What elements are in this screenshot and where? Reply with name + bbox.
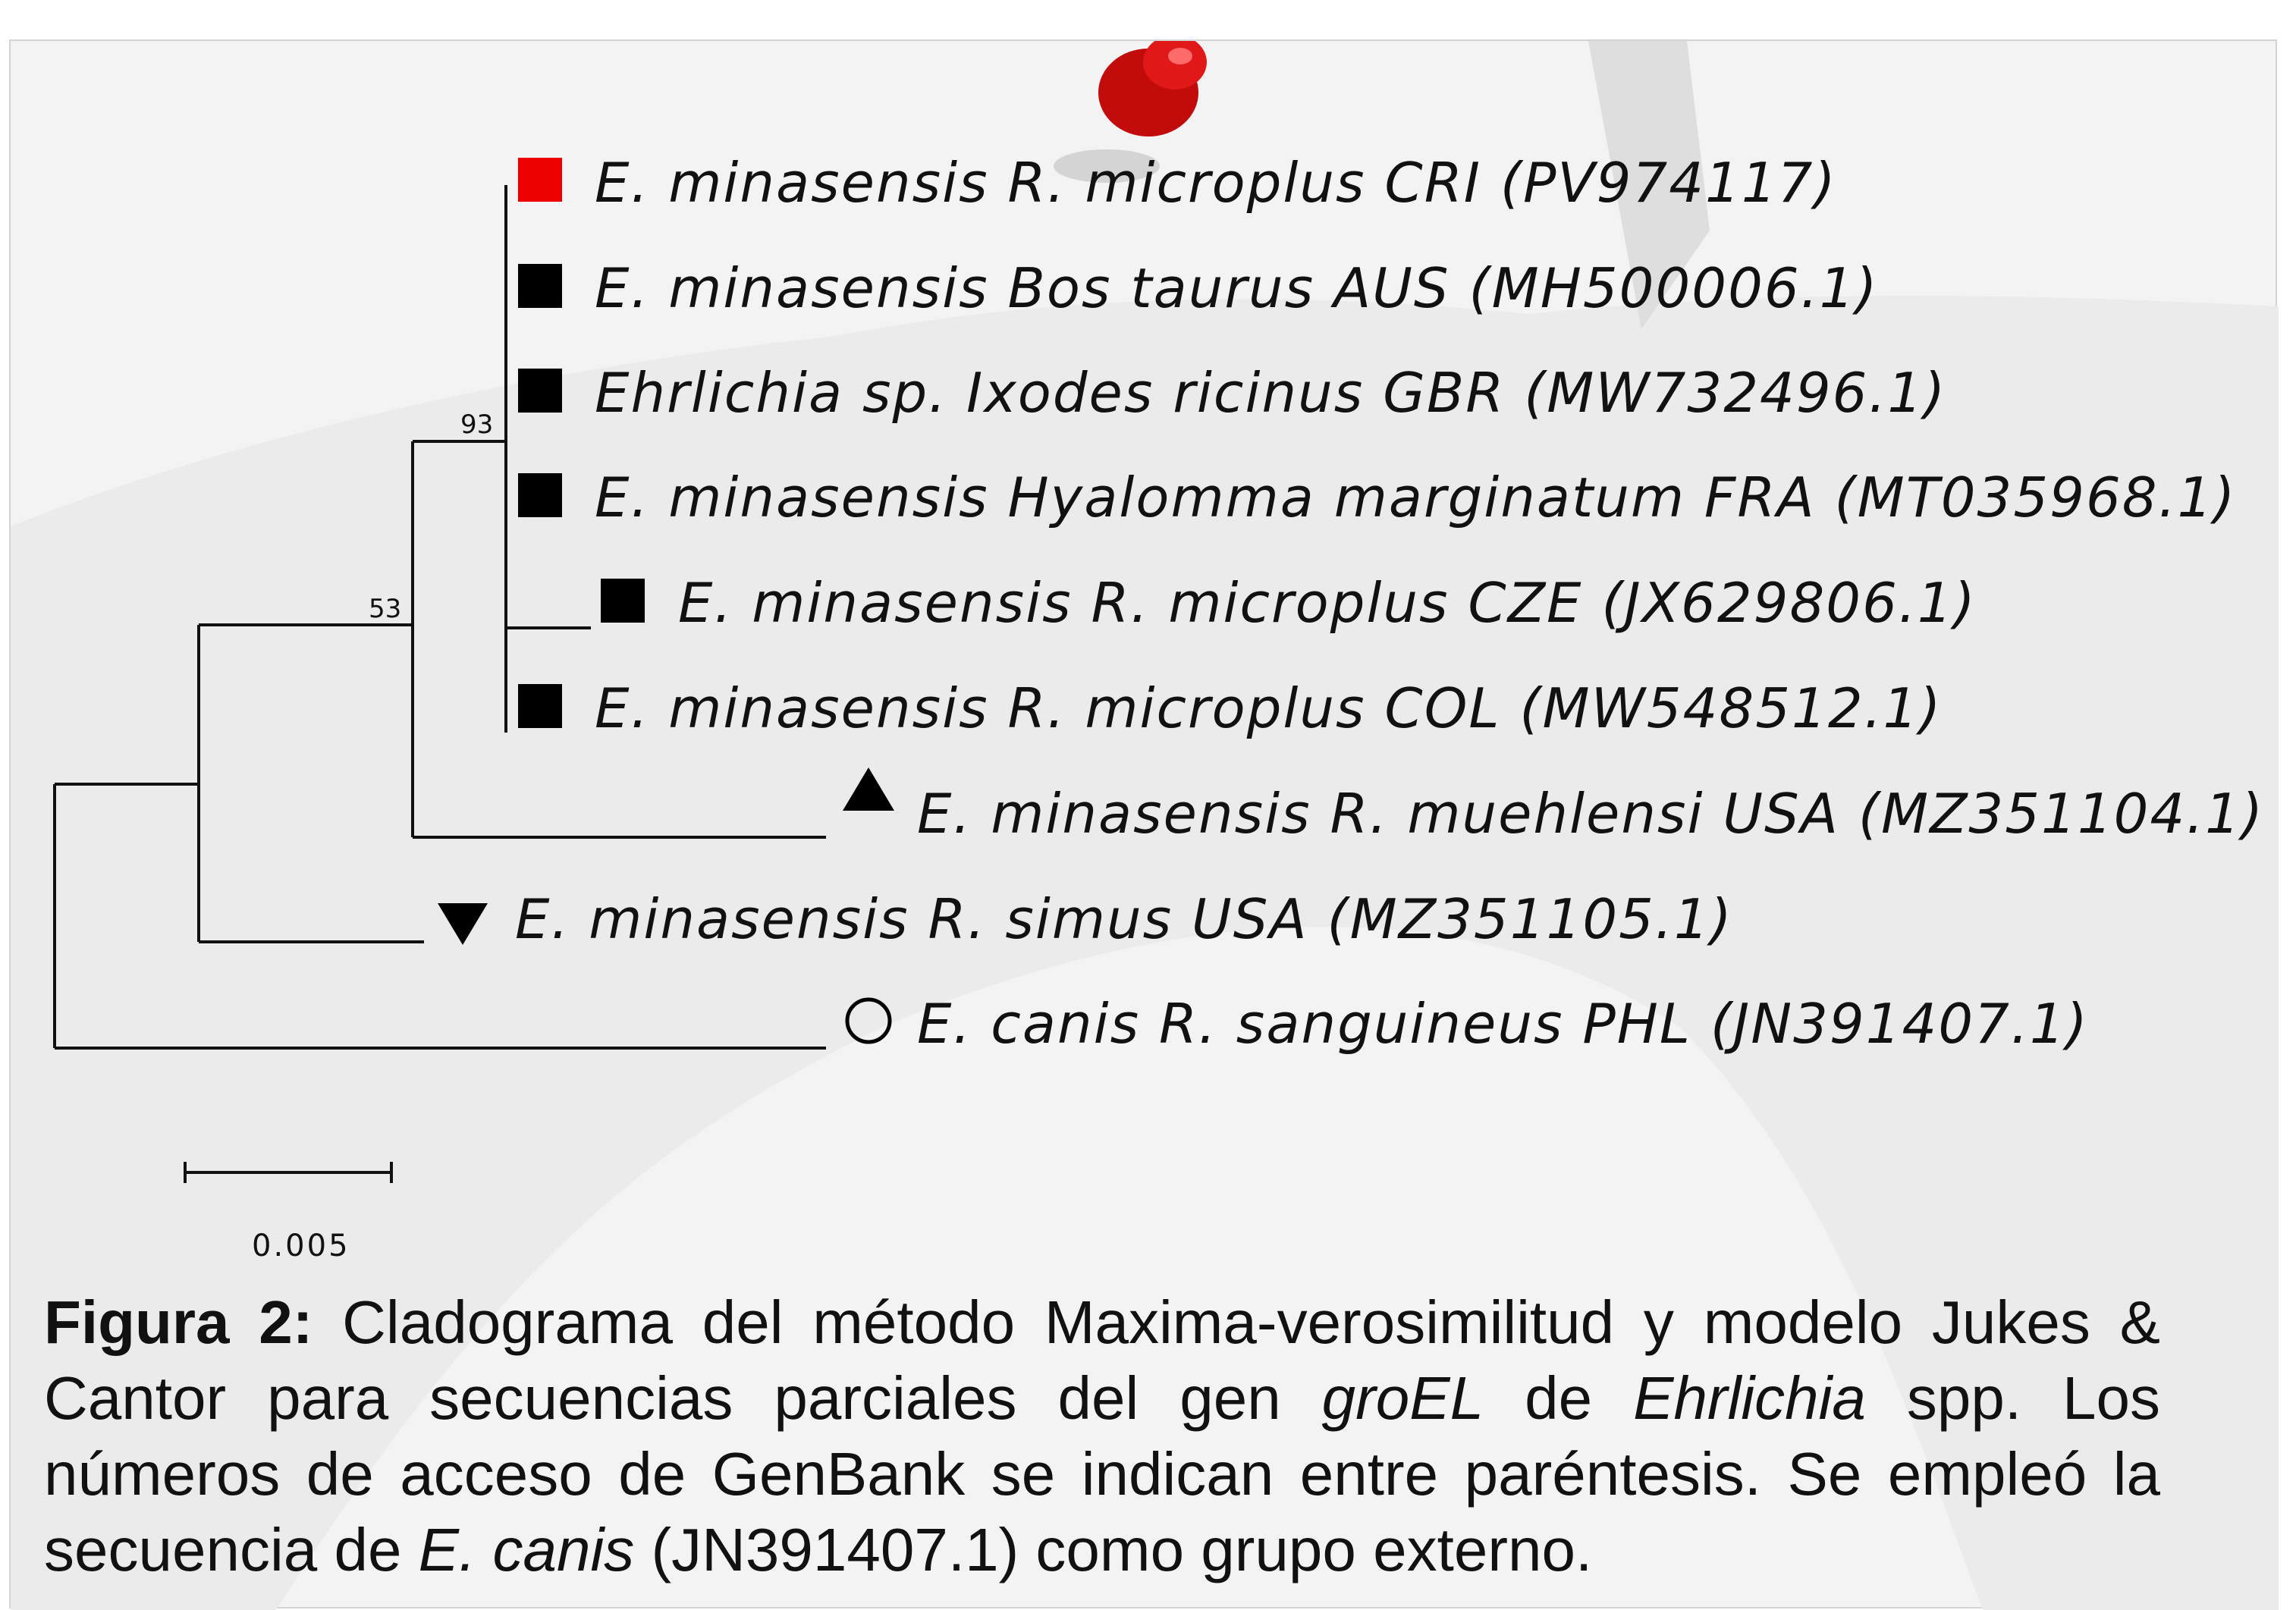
red-square-marker — [518, 158, 562, 202]
caption-gene: groEL — [1321, 1364, 1484, 1432]
bootstrap-value-53: 53 — [369, 594, 402, 624]
caption-text: (JN391407.1) como grupo externo. — [634, 1516, 1593, 1583]
square-marker — [518, 264, 562, 308]
figure-panel: 93 53 E. minasensis R. microplus CRI (PV… — [9, 39, 2279, 1610]
square-marker — [518, 369, 562, 413]
square-marker — [518, 473, 562, 517]
background-watermark — [11, 41, 2279, 1610]
square-marker — [601, 579, 645, 623]
tree-branches — [53, 185, 826, 1183]
triangle-down-marker — [438, 903, 488, 945]
open-circle-marker — [845, 997, 892, 1044]
leaf-label-simus: E. minasensis R. simus USA (MZ351105.1) — [515, 887, 1733, 951]
caption-outgroup: E. canis — [418, 1516, 635, 1583]
leaf-label-muehlensi: E. minasensis R. muehlensi USA (MZ351104… — [917, 782, 2265, 846]
leaf-label-cri: E. minasensis R. microplus CRI (PV974117… — [595, 151, 1837, 215]
leaf-label-aus: E. minasensis Bos taurus AUS (MH500006.1… — [595, 256, 1879, 320]
caption-text: spp. Los números de acceso de GenBank se… — [44, 1364, 2161, 1583]
caption-genus: Ehrlichia — [1633, 1364, 1866, 1432]
leaf-markers — [438, 158, 894, 1044]
square-marker — [518, 684, 562, 728]
caption-label: Figura 2: — [44, 1288, 313, 1356]
scale-bar-label: 0.005 — [252, 1229, 350, 1263]
pushpin-icon — [1054, 41, 1207, 183]
leaf-label-cze: E. minasensis R. microplus CZE (JX629806… — [678, 571, 1977, 635]
cladogram — [53, 41, 1207, 1183]
leaf-label-col: E. minasensis R. microplus COL (MW548512… — [595, 676, 1943, 740]
leaf-label-fra: E. minasensis Hyalomma marginatum FRA (M… — [595, 466, 2237, 529]
bootstrap-value-93: 93 — [460, 410, 494, 440]
caption-text: Cladograma del método Maxima-verosimilit… — [44, 1288, 2160, 1432]
triangle-up-marker — [843, 767, 894, 811]
figure-caption: Figura 2: Cladograma del método Maxima-v… — [44, 1285, 2160, 1588]
leaf-label-canis: E. canis R. sanguineus PHL (JN391407.1) — [917, 992, 2089, 1056]
leaf-label-gbr: Ehrlichia sp. Ixodes ricinus GBR (MW7324… — [595, 361, 1947, 425]
caption-text: de — [1484, 1364, 1634, 1432]
